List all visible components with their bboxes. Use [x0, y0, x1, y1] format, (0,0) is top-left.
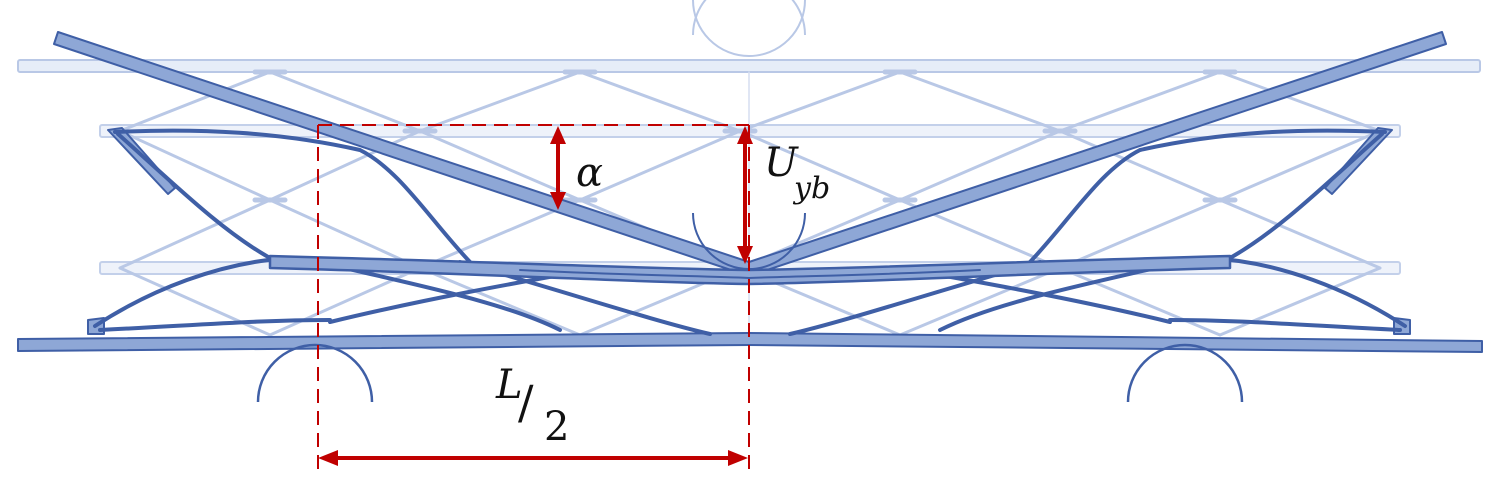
- uyb-arrowhead-top: [737, 126, 753, 144]
- uyb-arrowhead-bottom: [737, 246, 753, 264]
- deformed-left-end-post-top: [107, 127, 176, 195]
- undeformed-top-plate: [17, 59, 1481, 73]
- span-label-denominator: 2: [544, 404, 569, 450]
- undeformed-diamonds-row-1: [118, 70, 1382, 202]
- deformed-right-diag-1: [1228, 132, 1384, 260]
- deformed-right-lower-arc: [1208, 256, 1407, 328]
- uyb-label-main: U: [764, 140, 799, 186]
- dimension-arrowheads: [318, 126, 753, 466]
- dimension-lines: [317, 124, 750, 470]
- uyb-label-sub: yb: [792, 171, 830, 206]
- right-support-icon: [1126, 343, 1244, 403]
- deformed-left-bottom-arc: [98, 318, 332, 332]
- left-support-icon: [256, 343, 374, 403]
- deformed-upper-band-left: [113, 128, 472, 264]
- span-label-numerator: L: [495, 362, 523, 408]
- deformed-upper-band-right: [1028, 128, 1387, 264]
- alpha-arrowhead-bottom: [550, 192, 566, 210]
- deformed-mid-band-inner: [519, 269, 981, 279]
- span-arrowhead-left: [318, 450, 338, 466]
- deformed-left-lower-arc: [93, 256, 292, 328]
- top-loading-nose-undeformed-icon: [692, 0, 806, 36]
- alpha-arrowhead-top: [550, 126, 566, 144]
- span-label-slash: /: [518, 375, 534, 429]
- alpha-label: α: [576, 150, 603, 196]
- span-arrowhead-right: [728, 450, 748, 466]
- deformed-left-diag-1: [116, 132, 272, 260]
- top-loading-nose-undeformed-cap-icon: [692, 0, 806, 57]
- deformed-right-bottom-arc: [1168, 318, 1402, 332]
